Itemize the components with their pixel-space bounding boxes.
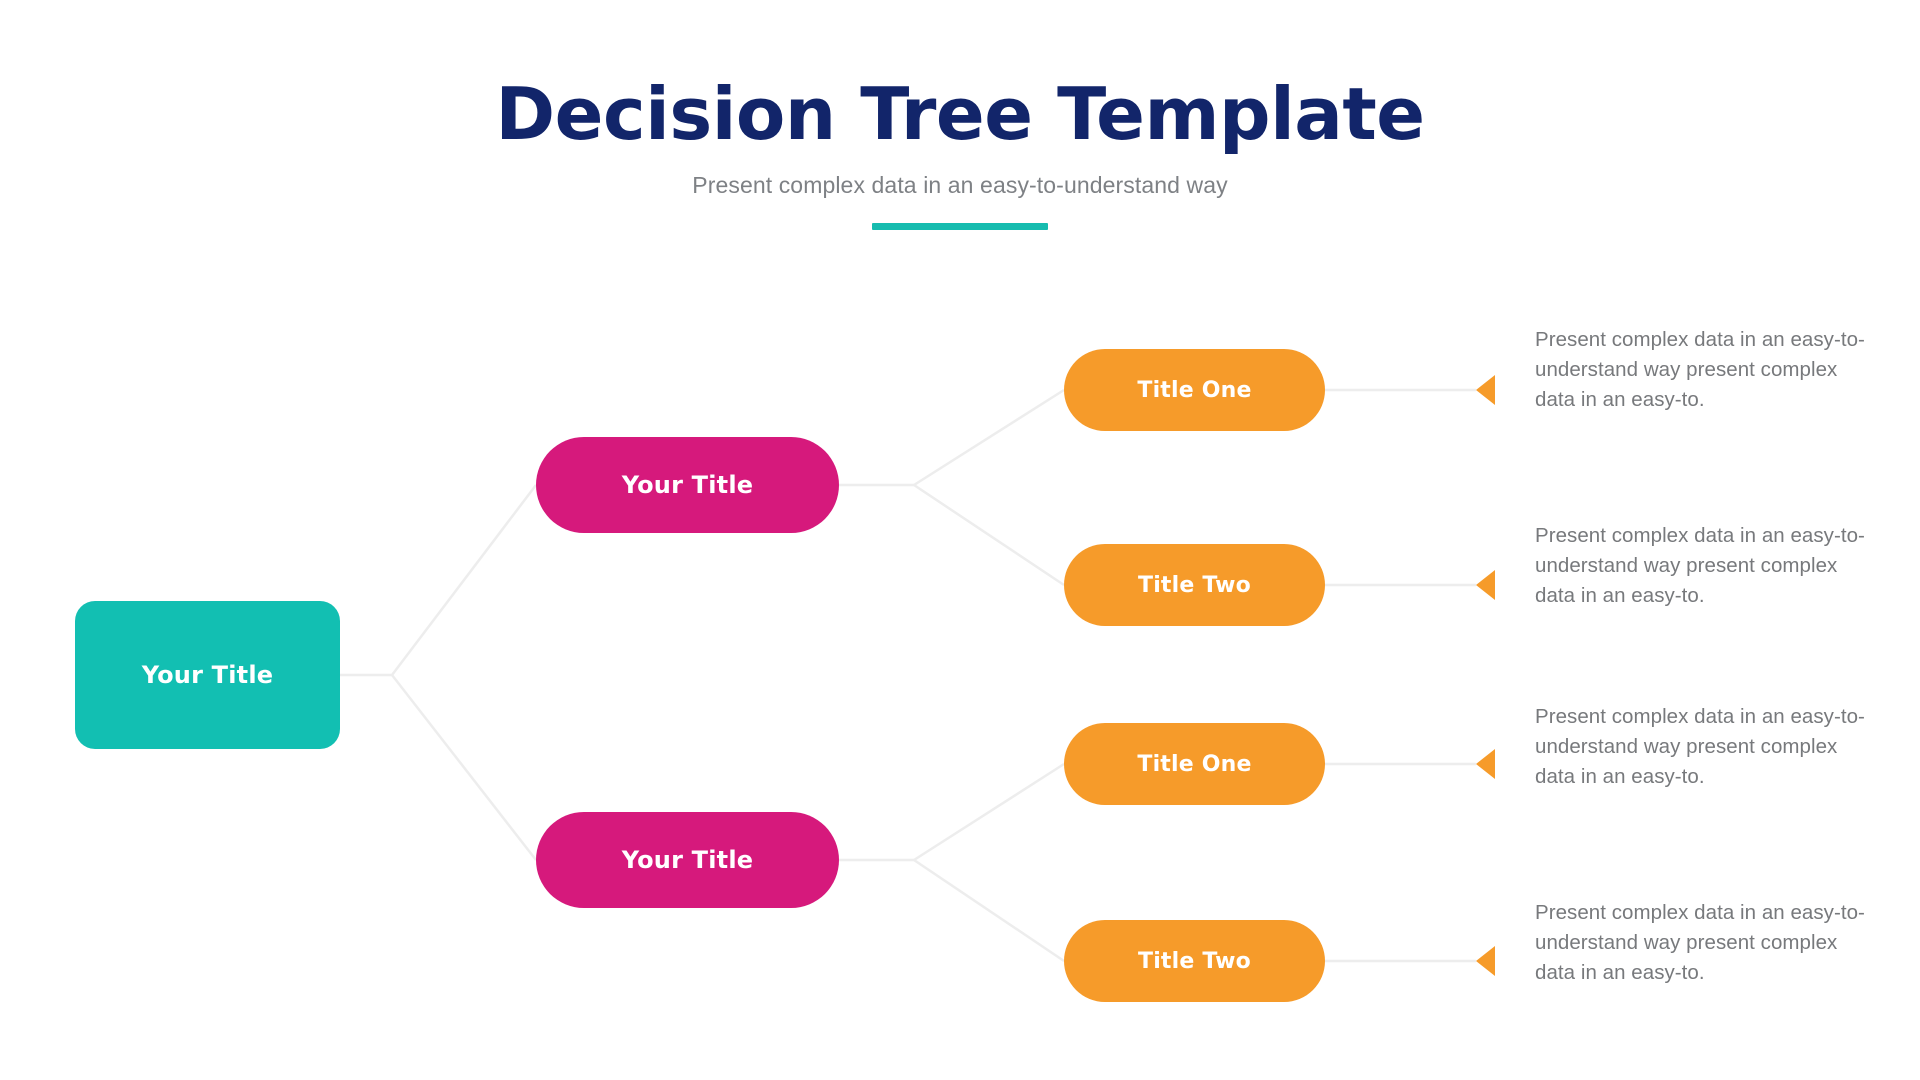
leaf-node-3-label: Title Two (1137, 948, 1251, 974)
arrow-left-icon-1 (1476, 570, 1495, 600)
leaf-node-0-label: Title One (1137, 377, 1252, 403)
root-node[interactable]: Your Title (75, 601, 340, 749)
leaf-node-1[interactable]: Title Two (1064, 544, 1325, 626)
page-header: Decision Tree Template Present complex d… (0, 0, 1920, 231)
root-node-label: Your Title (141, 661, 274, 689)
page-subtitle: Present complex data in an easy-to-under… (692, 172, 1228, 199)
leaf-node-3[interactable]: Title Two (1064, 920, 1325, 1002)
leaf-description-2: Present complex data in an easy-to-under… (1535, 705, 1865, 789)
arrow-left-icon-2 (1476, 749, 1495, 779)
leaf-description-3: Present complex data in an easy-to-under… (1535, 901, 1865, 985)
branch-node-0-label: Your Title (621, 471, 754, 499)
leaf-description-0: Present complex data in an easy-to-under… (1535, 328, 1865, 412)
connector-root-to-branch-1 (391, 674, 537, 861)
title-underline-rule (872, 223, 1048, 231)
connector-root-to-branch-0 (391, 484, 537, 676)
arrow-left-icon-3 (1476, 946, 1495, 976)
arrow-left-icon-0 (1476, 375, 1495, 405)
leaf-node-0[interactable]: Title One (1064, 349, 1325, 431)
connector-branch-1-to-leaf-2 (913, 762, 1065, 862)
connector-branch-0-to-leaf-0 (913, 388, 1065, 487)
leaf-node-2-label: Title One (1137, 751, 1252, 777)
page-title: Decision Tree Template (495, 72, 1425, 156)
leaf-node-1-label: Title Two (1137, 572, 1251, 598)
connector-branch-0-to-leaf-1 (913, 483, 1065, 587)
leaf-node-2[interactable]: Title One (1064, 723, 1325, 805)
branch-node-1-label: Your Title (621, 846, 754, 874)
connector-branch-1-to-leaf-3 (913, 858, 1065, 963)
branch-node-0[interactable]: Your Title (536, 437, 839, 533)
leaf-description-1: Present complex data in an easy-to-under… (1535, 524, 1865, 608)
branch-node-1[interactable]: Your Title (536, 812, 839, 908)
